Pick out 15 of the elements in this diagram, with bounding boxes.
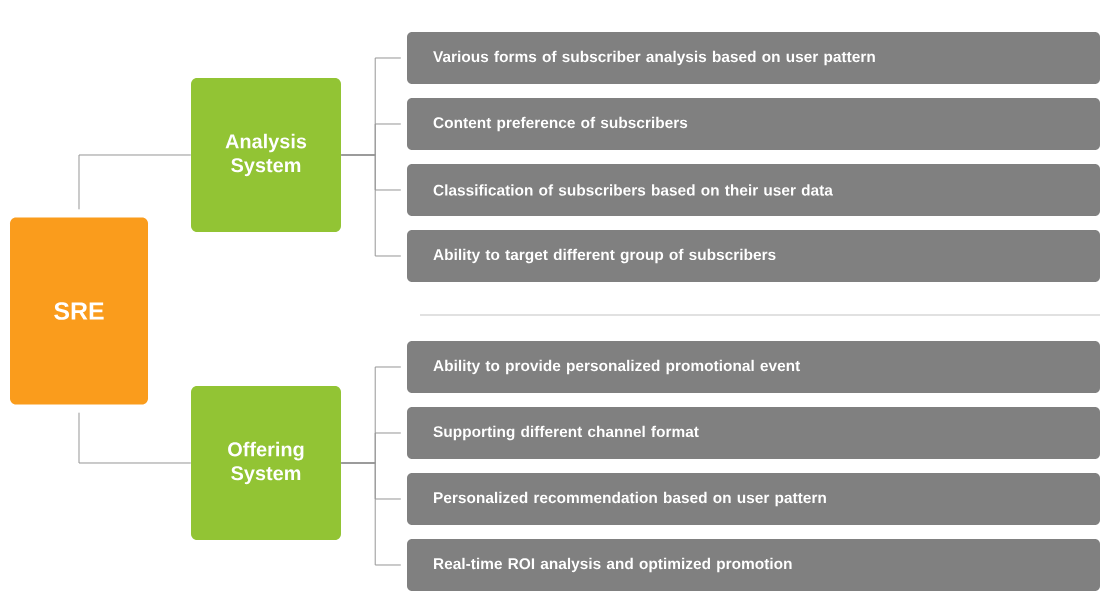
category-box: Analysis System (191, 78, 341, 232)
feature-bar: Various forms of subscriber analysis based on user pattern (407, 32, 1100, 84)
root-box: SRE (10, 217, 148, 405)
feature-bar: Supporting different channel format (407, 407, 1100, 459)
feature-bar: Content preference of subscribers (407, 98, 1100, 150)
feature-bar: Real-time ROI analysis and optimized promotion (407, 539, 1100, 591)
connector-line (340, 462, 402, 566)
connector-line (78, 154, 192, 210)
feature-bar: Ability to provide personalized promotional event (407, 341, 1100, 393)
connector-line (78, 412, 192, 464)
feature-bar: Classification of subscribers based on their user data (407, 164, 1100, 216)
feature-bar: Ability to target different group of subscribers (407, 230, 1100, 282)
category-box: Offering System (191, 386, 341, 540)
connector-line (340, 154, 402, 257)
feature-bar: Personalized recommendation based on user pattern (407, 473, 1100, 525)
